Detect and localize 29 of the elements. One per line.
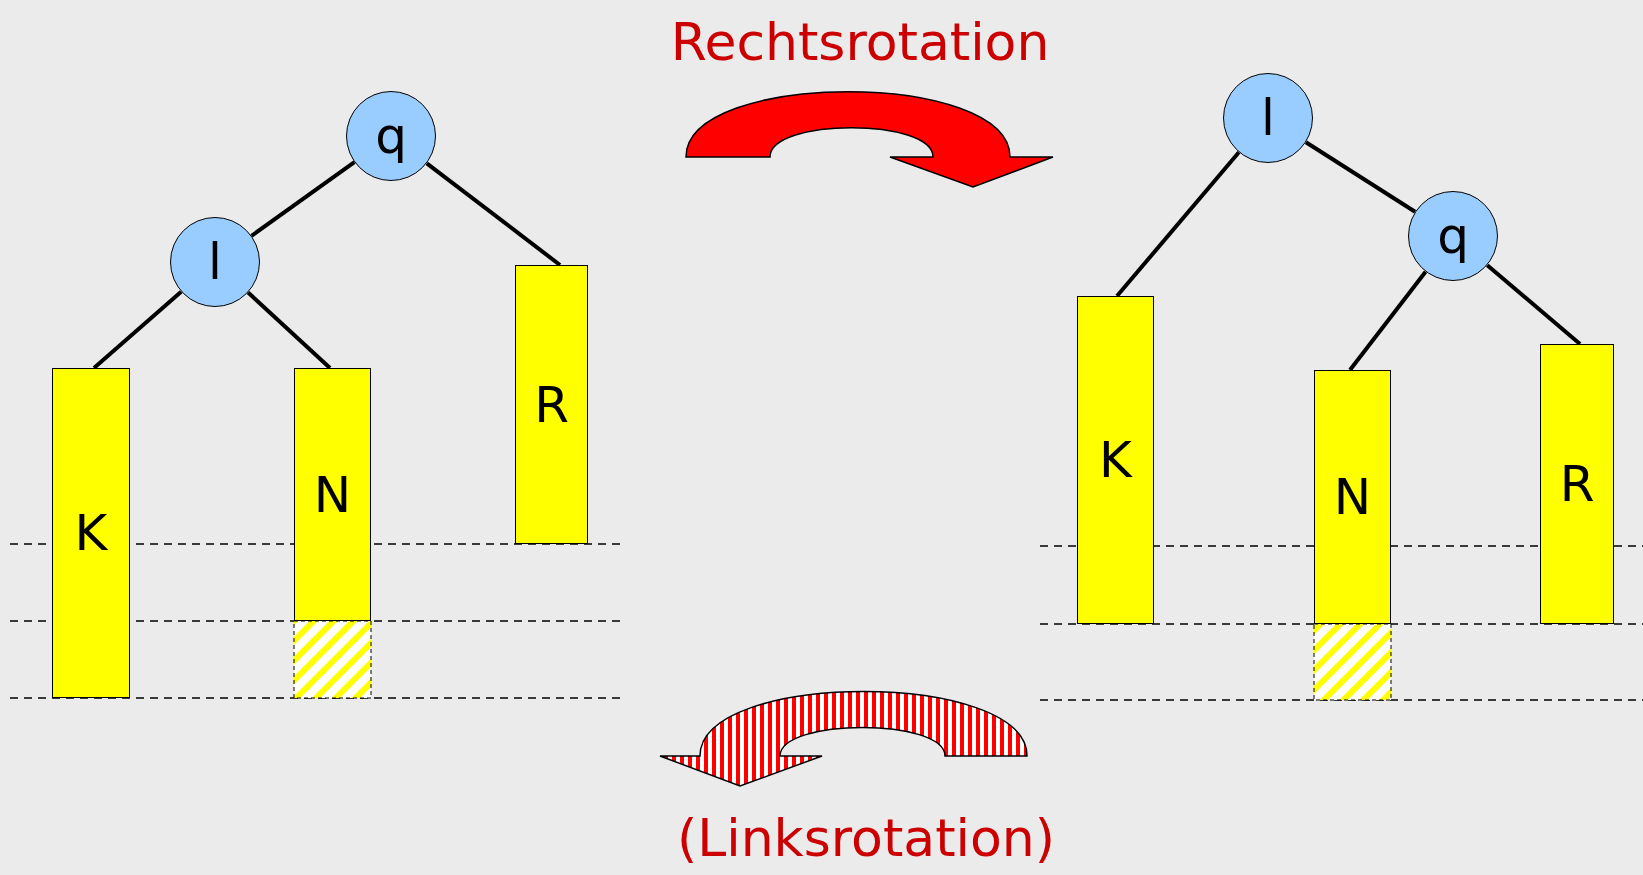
subtree-bar: [52, 368, 130, 698]
tree-edge: [1115, 151, 1241, 298]
tree-edge: [250, 160, 356, 238]
subtree-bar: [294, 368, 371, 621]
tree-edge: [92, 290, 183, 370]
node-label: R: [534, 379, 569, 430]
hatched-bar: [1313, 623, 1392, 701]
node-label: N: [313, 469, 352, 520]
node-label: l: [1261, 93, 1275, 143]
rotation-label: (Linksrotation): [676, 812, 1056, 864]
node-label: q: [375, 111, 407, 161]
node-label: l: [208, 237, 222, 287]
rotation-label: Rechtsrotation: [670, 16, 1050, 68]
tree-edge: [1348, 270, 1428, 372]
node-label: R: [1559, 459, 1595, 509]
subtree-bar: [1077, 296, 1154, 624]
subtree-bar: [1540, 344, 1614, 624]
tree-edge: [246, 291, 332, 370]
subtree-bar: [515, 265, 588, 544]
subtree-bar: [1314, 370, 1391, 624]
node-label: q: [1437, 211, 1469, 261]
node-label: K: [74, 508, 108, 558]
tree-node-circle: [1408, 191, 1498, 281]
tree-edge: [425, 161, 562, 267]
hatched-bar: [293, 620, 372, 699]
node-label: N: [1333, 472, 1372, 522]
tree-edge: [1486, 263, 1582, 346]
node-label: K: [1099, 435, 1132, 485]
tree-edge: [1304, 140, 1417, 214]
